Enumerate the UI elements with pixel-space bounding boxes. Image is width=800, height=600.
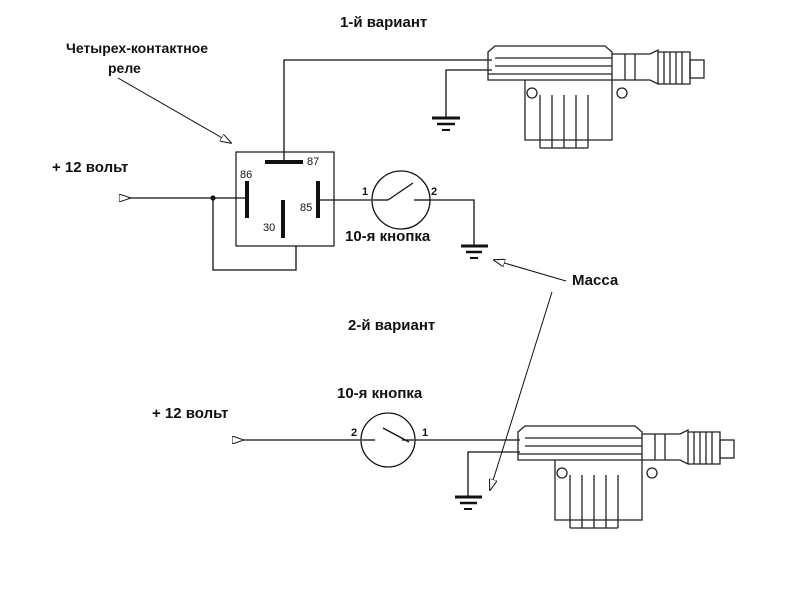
button-bottom: 2 1	[351, 412, 428, 468]
actuator-bottom-image	[517, 425, 735, 529]
relay-pin-87: 87	[307, 156, 319, 168]
button-top: 1 2	[362, 170, 437, 230]
relay-box	[235, 151, 335, 247]
wires-variant-1	[130, 59, 492, 271]
relay-pin-30: 30	[263, 222, 275, 234]
button-top-pin-left: 1	[362, 186, 368, 198]
actuator-ground-wire-bottom	[467, 451, 520, 497]
ground-label: Масса	[572, 272, 619, 289]
relay-label-line2: реле	[108, 60, 141, 76]
button-label-bottom: 10-я кнопка	[337, 385, 423, 402]
button-label-top: 10-я кнопка	[345, 228, 431, 245]
actuator-top-image	[487, 45, 705, 149]
actuator-ground-wire-top	[445, 69, 492, 118]
wires-variant-2	[243, 440, 520, 510]
relay: 87 86 85 30	[235, 151, 335, 247]
button-bottom-pin-left: 2	[351, 427, 357, 439]
button-top-pin-right: 2	[431, 186, 437, 198]
plus-12v-label-top: + 12 вольт	[52, 159, 128, 176]
variant-1-title: 1-й вариант	[340, 14, 427, 31]
plus-12v-label-bottom: + 12 вольт	[152, 405, 228, 422]
button-top-switch	[387, 182, 414, 201]
relay-pin-86: 86	[240, 169, 252, 181]
button-bottom-circle	[360, 412, 416, 468]
relay-pointer-arrow	[117, 77, 231, 143]
ground-pointer-arrow-bottom	[490, 291, 553, 490]
button-bottom-pin-right: 1	[422, 427, 428, 439]
relay-label-line1: Четырех-контактное	[66, 40, 208, 56]
relay-pin-85: 85	[300, 202, 312, 214]
relay-87-to-actuator-wire	[283, 59, 492, 162]
variant-2-title: 2-й вариант	[348, 317, 435, 334]
relay-30-loop-wire	[212, 198, 297, 271]
ground-pointer-arrow-top	[494, 260, 567, 282]
button-to-ground-wire	[430, 199, 475, 246]
